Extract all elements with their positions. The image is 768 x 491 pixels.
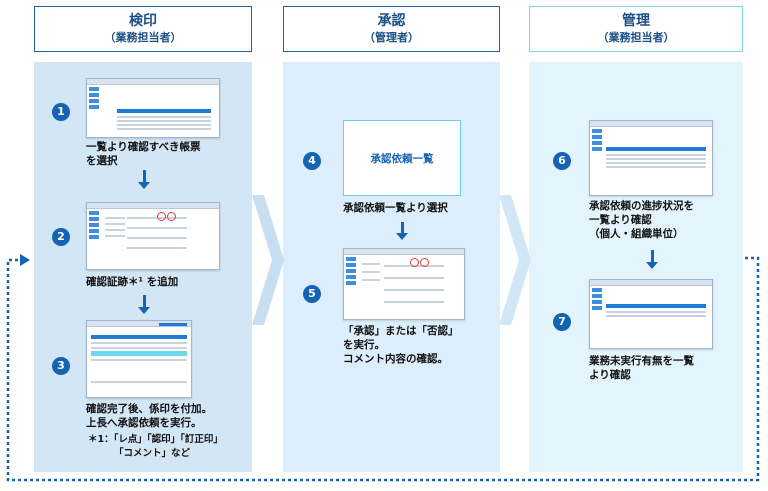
arrow-right-icon bbox=[20, 254, 30, 266]
